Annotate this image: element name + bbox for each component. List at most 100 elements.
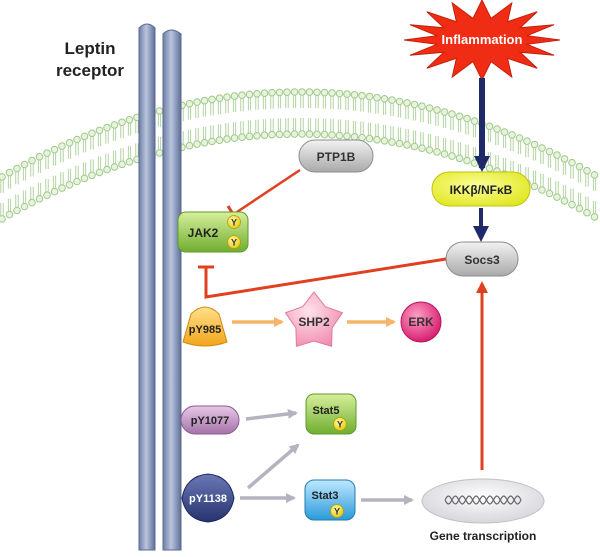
py1077-node [180,405,240,435]
lipid-tail [555,158,559,172]
py985-node [182,306,228,347]
lipid-head [223,135,231,143]
lipid-head [583,166,591,175]
lipid-head [335,131,344,140]
lipid-head [485,164,494,173]
lipid-head [403,99,411,107]
lipid-tail [412,130,417,144]
stat5-badge-label: Y [337,420,343,430]
lipid-head [260,131,269,139]
jak2-badge-1-label: Y [231,218,237,228]
lipid-tail [420,109,424,123]
lipid-tail [202,104,207,117]
gene-dna-ellipse [421,478,545,524]
lipid-tail [510,160,514,174]
lipid-tail [525,144,529,158]
lipid-head [365,92,374,101]
lipid-tail [225,123,229,136]
lipid-tail [585,196,589,210]
lipid-tail [442,137,447,151]
lipid-head [43,149,51,157]
lipid-tail [562,162,567,175]
lipid-tail [75,165,79,179]
lipid-head [230,92,239,100]
lipid-head [298,130,306,138]
lipid-tail [375,101,379,114]
lipid-head [118,160,126,169]
lipid-head [313,88,321,97]
lipid-tail [382,124,387,138]
lipid-tail [555,181,559,194]
lipid-tail [472,124,477,138]
lipid-tail [67,168,72,182]
lipid-tail [352,120,357,134]
lipid-tail [360,121,364,135]
lipid-head [568,158,576,167]
lipid-tail [270,118,274,132]
stat5-label: Stat5 [313,405,340,417]
lipid-tail [337,119,342,132]
lipid-tail [97,133,102,147]
lipid-tail [322,96,327,109]
py1138-label: pY1138 [189,493,227,505]
lipid-head [253,132,261,140]
lipid-head [88,129,96,138]
lipid-head [28,156,36,165]
lipid-tail [135,120,139,134]
lipid-tail [465,144,469,158]
lipid-head [530,140,539,149]
erk-node [400,301,442,343]
lipid-tail [217,101,222,115]
lipid-head [305,88,314,96]
lipid-head [403,141,411,149]
lipid-tail [562,184,567,198]
ptp1b-label: PTP1B [317,150,356,164]
jak2-tyrosine-badge-2 [227,235,241,249]
lipid-tail [120,148,124,161]
lipid-head [410,100,419,109]
py1138-to-stat5-arrow [246,443,300,490]
gene-transcription-label: Gene transcription [430,529,537,543]
lipid-tail [105,153,109,167]
lipid-head [448,152,456,160]
lipid-tail [157,136,162,150]
lipid-head [463,114,471,123]
lipid-head [185,141,194,150]
lipid-head [493,125,501,133]
lipid-head [373,93,381,102]
lipid-tail [240,121,244,134]
lipid-tail [532,148,537,161]
lipid-tail [427,134,432,147]
lipid-tail [330,118,334,132]
lipid-tail [120,125,124,139]
lipid-tail [450,117,454,131]
lipid-head [575,162,584,171]
lipid-head [125,158,134,166]
lipid-head [463,156,471,165]
lipid-head [238,91,246,99]
lipid-head [485,122,494,131]
lipid-tail [262,96,267,110]
lipid-tail [82,139,87,153]
lipid-tail [112,128,117,141]
lipid-head [20,202,29,211]
py1077-to-stat5-arrow [245,408,298,421]
shp2-node [284,291,344,347]
lipid-tail [52,175,57,189]
lipid-head [418,144,426,152]
lipid-head [35,195,44,203]
lipid-head [65,181,74,189]
py1138-node [181,473,235,523]
lipid-head [245,132,254,141]
lipid-head [350,133,359,141]
lipid-head [193,140,201,148]
lipid-head [455,154,464,163]
lipid-tail [570,188,574,202]
lipid-head [388,96,396,104]
lipid-tail [15,194,19,208]
lipid-head [50,187,59,196]
lipid-tail [390,126,394,139]
lipid-head [335,89,344,98]
lipid-head [560,155,569,163]
